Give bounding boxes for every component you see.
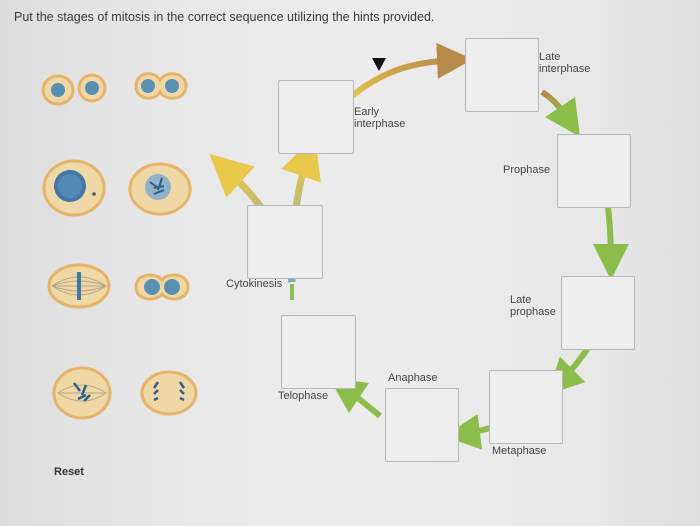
dropzone-anaphase[interactable] xyxy=(385,388,459,462)
instruction-text: Put the stages of mitosis in the correct… xyxy=(14,10,435,24)
dropzone-prophase[interactable] xyxy=(557,134,631,208)
dropzone-late-prophase[interactable] xyxy=(561,276,635,350)
label-cytokinesis: Cytokinesis xyxy=(226,278,283,290)
cell-image-cytokinesis[interactable] xyxy=(128,66,192,106)
dropzone-early-interphase[interactable] xyxy=(278,80,354,154)
dropzone-telophase[interactable] xyxy=(281,315,356,389)
arrow-early-to-late-interphase xyxy=(345,42,473,103)
cell-image-late-prophase[interactable] xyxy=(50,365,114,421)
arrow-prophase-to-late-prophase xyxy=(592,205,629,280)
dropzone-metaphase[interactable] xyxy=(489,370,563,444)
pointer-marker xyxy=(372,58,386,71)
label-metaphase: Metaphase xyxy=(492,445,547,457)
cell-image-small-interphase[interactable] xyxy=(40,72,110,108)
arrow-late-prophase-to-metaphase xyxy=(547,346,591,395)
cell-image-telophase[interactable] xyxy=(130,268,194,306)
cell-image-prophase[interactable] xyxy=(126,160,194,218)
cell-image-anaphase[interactable] xyxy=(138,368,200,418)
reset-button[interactable]: Reset xyxy=(54,466,84,478)
dropzone-late-interphase[interactable] xyxy=(465,38,539,112)
arrow-late-interphase-to-prophase xyxy=(540,89,580,137)
arrow-anaphase-to-telophase xyxy=(329,378,382,419)
label-prophase: Prophase xyxy=(503,164,551,176)
label-anaphase: Anaphase xyxy=(388,372,438,384)
cell-image-metaphase[interactable] xyxy=(46,262,112,310)
label-telophase: Telophase xyxy=(278,390,329,402)
dropzone-cytokinesis[interactable] xyxy=(247,205,323,279)
cell-image-late-interphase[interactable] xyxy=(40,158,108,218)
